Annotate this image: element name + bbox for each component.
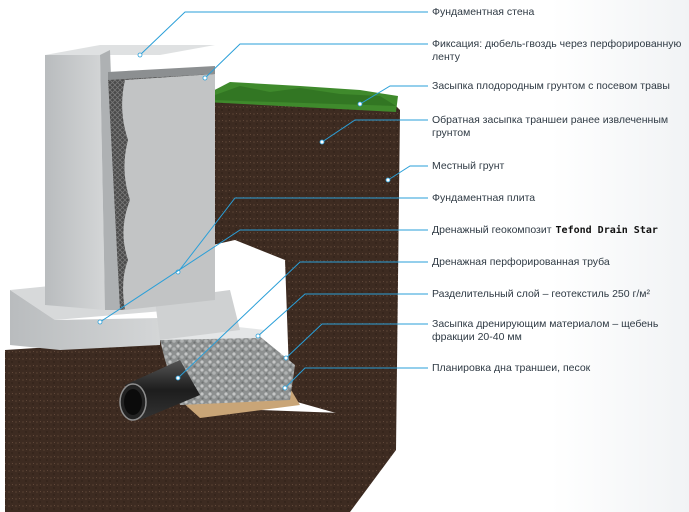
callout-text: Засыпка дренирующим материалом – щебень … <box>432 318 658 343</box>
callout-trench-bottom: Планировка дна траншеи, песок <box>432 362 687 375</box>
leader-dot-fixation <box>203 76 207 80</box>
drain-geocomposite-sheet <box>122 74 215 310</box>
leader-dot-separation-layer <box>256 334 260 338</box>
callout-text: Фундаментная плита <box>432 192 535 204</box>
leader-dot-trench-bottom <box>283 386 287 390</box>
callout-foundation-slab: Фундаментная плита <box>432 192 687 205</box>
callout-text: Местный грунт <box>432 160 504 172</box>
leader-dot-drain-pipe <box>176 376 180 380</box>
callout-gravel-backfill: Засыпка дренирующим материалом – щебень … <box>432 318 687 344</box>
callout-text: Обратная засыпка траншеи ранее извлеченн… <box>432 114 668 139</box>
callout-separation-layer: Разделительный слой – геотекстиль 250 г/… <box>432 288 687 301</box>
callout-text: Засыпка плодородным грунтом с посевом тр… <box>432 80 670 92</box>
callout-text: Разделительный слой – геотекстиль 250 г/… <box>432 288 650 300</box>
callout-local-soil: Местный грунт <box>432 160 687 173</box>
leader-dot-topsoil-backfill <box>358 102 362 106</box>
leader-dot-drain-geocomposite <box>98 320 102 324</box>
callout-topsoil-backfill: Засыпка плодородным грунтом с посевом тр… <box>432 80 687 93</box>
foundation-wall-front <box>45 55 105 310</box>
brand-name: Tefond Drain Star <box>556 225 658 236</box>
callout-drain-geocomposite: Дренажный геокомпозит Tefond Drain Star <box>432 224 687 237</box>
callout-text: Фиксация: дюбель-гвоздь через перфориров… <box>432 38 681 63</box>
callout-trench-backfill: Обратная засыпка траншеи ранее извлеченн… <box>432 114 687 140</box>
callout-text: Фундаментная стена <box>432 6 534 18</box>
callout-drain-pipe: Дренажная перфорированная труба <box>432 256 687 269</box>
callout-foundation-wall: Фундаментная стена <box>432 6 687 19</box>
leader-dot-gravel-backfill <box>284 356 288 360</box>
leader-dot-local-soil <box>386 178 390 182</box>
callout-text: Дренажная перфорированная труба <box>432 256 610 268</box>
leader-line-fixation <box>205 44 428 78</box>
leader-dot-foundation-wall <box>138 53 142 57</box>
callout-text: Дренажный геокомпозит <box>432 224 552 236</box>
callout-fixation: Фиксация: дюбель-гвоздь через перфориров… <box>432 38 687 64</box>
leader-dot-trench-backfill <box>320 140 324 144</box>
foundation-wall-top <box>45 45 215 55</box>
callout-text: Планировка дна траншеи, песок <box>432 362 590 374</box>
